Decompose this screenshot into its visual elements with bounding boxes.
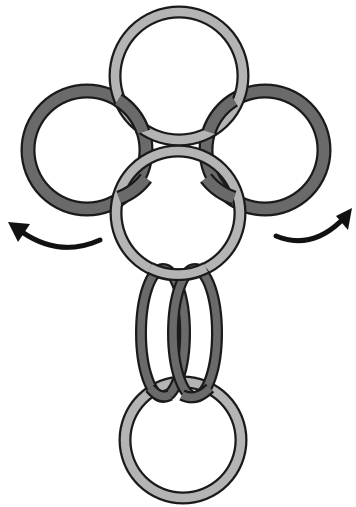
rotate-right-arrow: [276, 208, 352, 241]
center-ring-over-links: [150, 268, 206, 275]
rotate-left-arrow: [8, 222, 100, 247]
center-ring: [116, 151, 240, 275]
